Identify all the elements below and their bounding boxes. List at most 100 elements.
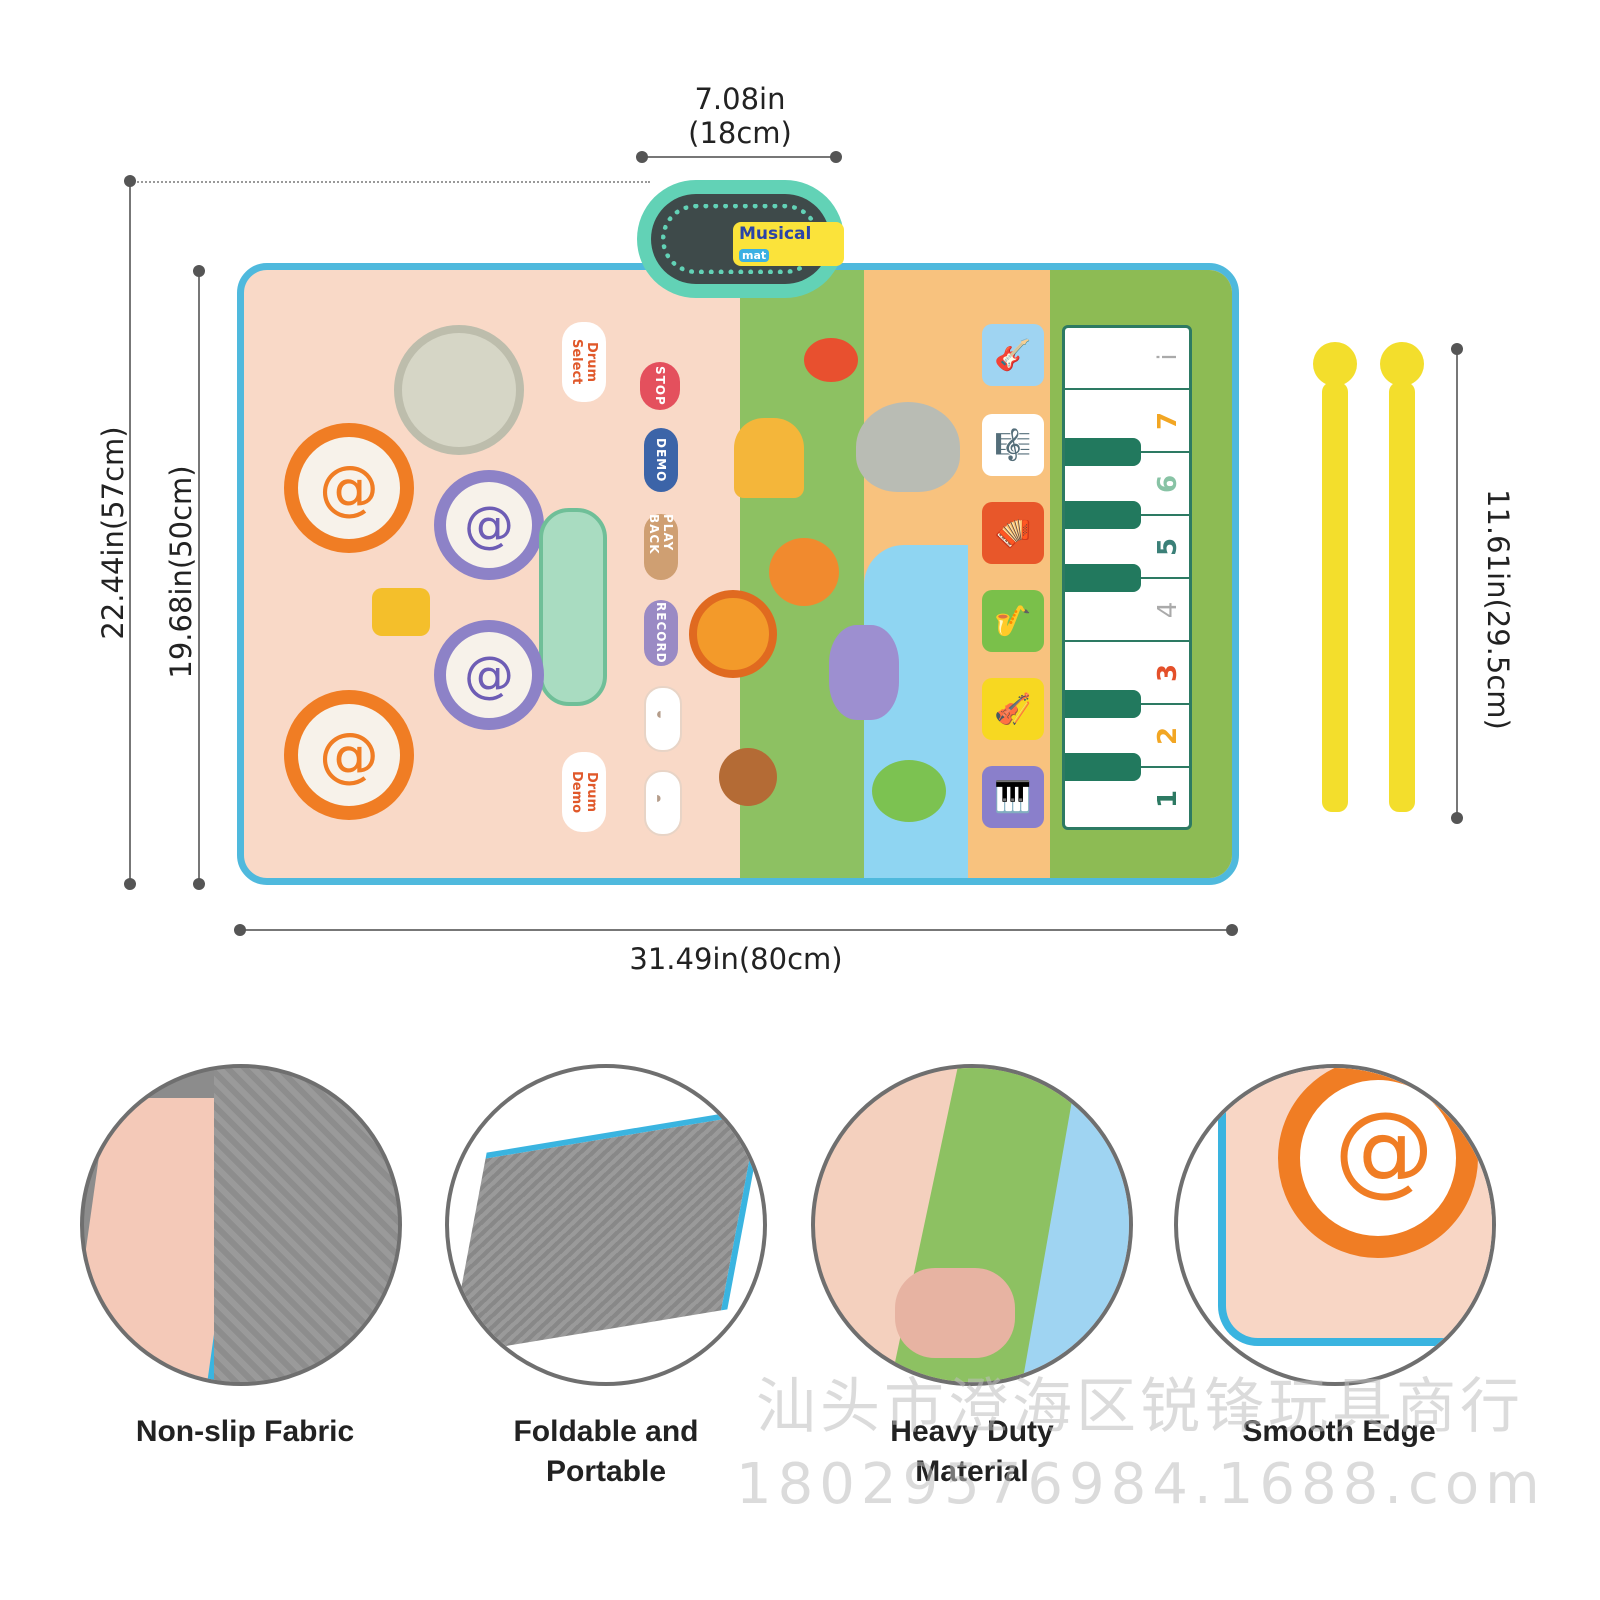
musical-mat-logo: Musical mat	[733, 222, 844, 266]
accordion-icon[interactable]: 🪗	[982, 502, 1044, 564]
musical-mat: @ @ @ @ Drum Select Drum Demo STOP DEMO …	[237, 263, 1239, 885]
feature-label-line: Foldable and	[513, 1415, 699, 1448]
volume-icon: ◗	[654, 790, 664, 807]
saxophone-icon[interactable]: 🎷	[982, 590, 1044, 652]
folded-mat	[449, 1106, 763, 1356]
feature-label-smooth-edge: Smooth Edge	[1242, 1415, 1436, 1448]
dimension-dot	[1451, 343, 1463, 355]
spiral-icon: @	[319, 720, 379, 790]
drumstick-left	[1322, 382, 1348, 812]
monkey-illustration	[719, 748, 777, 806]
bass-drum	[539, 508, 607, 706]
drum-select-label[interactable]: Drum Select	[562, 322, 606, 402]
key-number: 2	[1153, 726, 1183, 746]
tom-drum	[372, 588, 430, 636]
piano-black-key[interactable]	[1065, 564, 1141, 592]
volume-icon: ◖	[654, 706, 664, 723]
drum-pad-purple-top: @	[434, 470, 544, 580]
giraffe-illustration	[734, 418, 804, 498]
logo-subtext: mat	[739, 249, 770, 262]
xylophone-icon[interactable]: 🎼	[982, 414, 1044, 476]
stop-button[interactable]: STOP	[640, 362, 680, 410]
drum-spiral-closeup: @	[1278, 1068, 1478, 1258]
outer-height-label: 22.44in(57cm)	[96, 426, 130, 640]
stick-length-line	[1456, 350, 1458, 818]
record-button[interactable]: RECORD	[644, 600, 678, 666]
piano-black-key[interactable]	[1065, 501, 1141, 529]
dimension-dot	[124, 175, 136, 187]
bottom-width-line	[240, 929, 1232, 931]
drumstick-left-head	[1313, 342, 1357, 386]
dimension-dot	[1226, 924, 1238, 936]
dimension-dot	[124, 878, 136, 890]
stick-length-label: 11.61in(29.5cm)	[1481, 489, 1515, 730]
lion-illustration	[689, 590, 777, 678]
drum-demo-label[interactable]: Drum Demo	[562, 752, 606, 832]
dimension-dot	[234, 924, 246, 936]
top-width-line	[642, 156, 836, 158]
inner-height-label: 19.68in(50cm)	[164, 465, 198, 679]
feature-label-nonslip: Non-slip Fabric	[135, 1415, 355, 1448]
feature-heavy-duty-image	[811, 1064, 1133, 1386]
inner-height-line	[198, 270, 200, 884]
spiral-icon: @	[319, 453, 379, 523]
volume-up-button[interactable]: ◖	[644, 686, 682, 752]
spiral-icon: @	[464, 646, 514, 704]
hand-illustration	[895, 1268, 1015, 1358]
spiral-icon: @	[464, 496, 514, 554]
key-number: 6	[1153, 474, 1183, 494]
spiral-icon: @	[1334, 1090, 1434, 1207]
drumstick-right-head	[1380, 342, 1424, 386]
top-width-cm: (18cm)	[688, 116, 792, 150]
violin-icon[interactable]: 🎻	[982, 678, 1044, 740]
logo-text: Musical	[739, 224, 812, 244]
key-divider	[1065, 388, 1189, 390]
volume-down-button[interactable]: ◗	[644, 770, 682, 836]
feature-label-line: Portable	[545, 1455, 667, 1488]
feature-label-line: Material	[915, 1455, 1029, 1488]
dimension-dot	[636, 151, 648, 163]
outer-height-line	[129, 181, 131, 884]
watermark-company: 汕头市澄海区锐锋玩具商行	[756, 1372, 1524, 1442]
drum-pad-orange-top: @	[284, 423, 414, 553]
drum-pad-purple-bottom: @	[434, 620, 544, 730]
feature-foldable-image	[445, 1064, 767, 1386]
tiger-illustration	[769, 538, 839, 606]
piano-black-key[interactable]	[1065, 753, 1141, 781]
feature-nonslip-image	[80, 1064, 402, 1386]
bird-illustration	[804, 338, 858, 382]
key-number: 7	[1153, 411, 1183, 431]
piano-black-key[interactable]	[1065, 690, 1141, 718]
feature-smooth-edge-image: @	[1174, 1064, 1496, 1386]
key-number: i	[1153, 353, 1183, 361]
key-number: 1	[1153, 789, 1183, 809]
drumstick-right	[1389, 382, 1415, 812]
watermark-phone: 18029576984.1688.com	[736, 1452, 1546, 1517]
outer-height-guide	[130, 181, 650, 183]
hippo-illustration	[829, 625, 899, 720]
demo-button[interactable]: DEMO	[644, 428, 678, 492]
piano-icon[interactable]: 🎹	[982, 766, 1044, 828]
key-number: 3	[1153, 663, 1183, 683]
feature-label-line: Heavy Duty	[890, 1415, 1054, 1448]
dimension-dot	[830, 151, 842, 163]
speaker-unit: Musical mat	[637, 180, 844, 298]
key-number: 4	[1153, 601, 1183, 619]
top-width-label: 7.08in (18cm)	[640, 82, 840, 150]
dimension-dot	[193, 265, 205, 277]
playback-button[interactable]: PLAY BACK	[644, 514, 678, 580]
key-number: 5	[1153, 537, 1183, 557]
guitar-icon[interactable]: 🎸	[982, 324, 1044, 386]
fabric-texture	[214, 1068, 398, 1382]
dimension-dot	[1451, 812, 1463, 824]
drum-pad-orange-bottom: @	[284, 690, 414, 820]
feature-label-foldable: Foldable and Portable	[445, 1412, 767, 1492]
frog-illustration	[872, 760, 946, 822]
elephant-illustration	[856, 402, 960, 492]
bottom-width-label: 31.49in(80cm)	[629, 942, 843, 976]
cymbal	[394, 325, 524, 455]
piano-black-key[interactable]	[1065, 438, 1141, 466]
key-divider	[1065, 640, 1189, 642]
top-width-in: 7.08in	[694, 82, 786, 116]
feature-label-heavy-duty: Heavy Duty Material	[811, 1412, 1133, 1492]
